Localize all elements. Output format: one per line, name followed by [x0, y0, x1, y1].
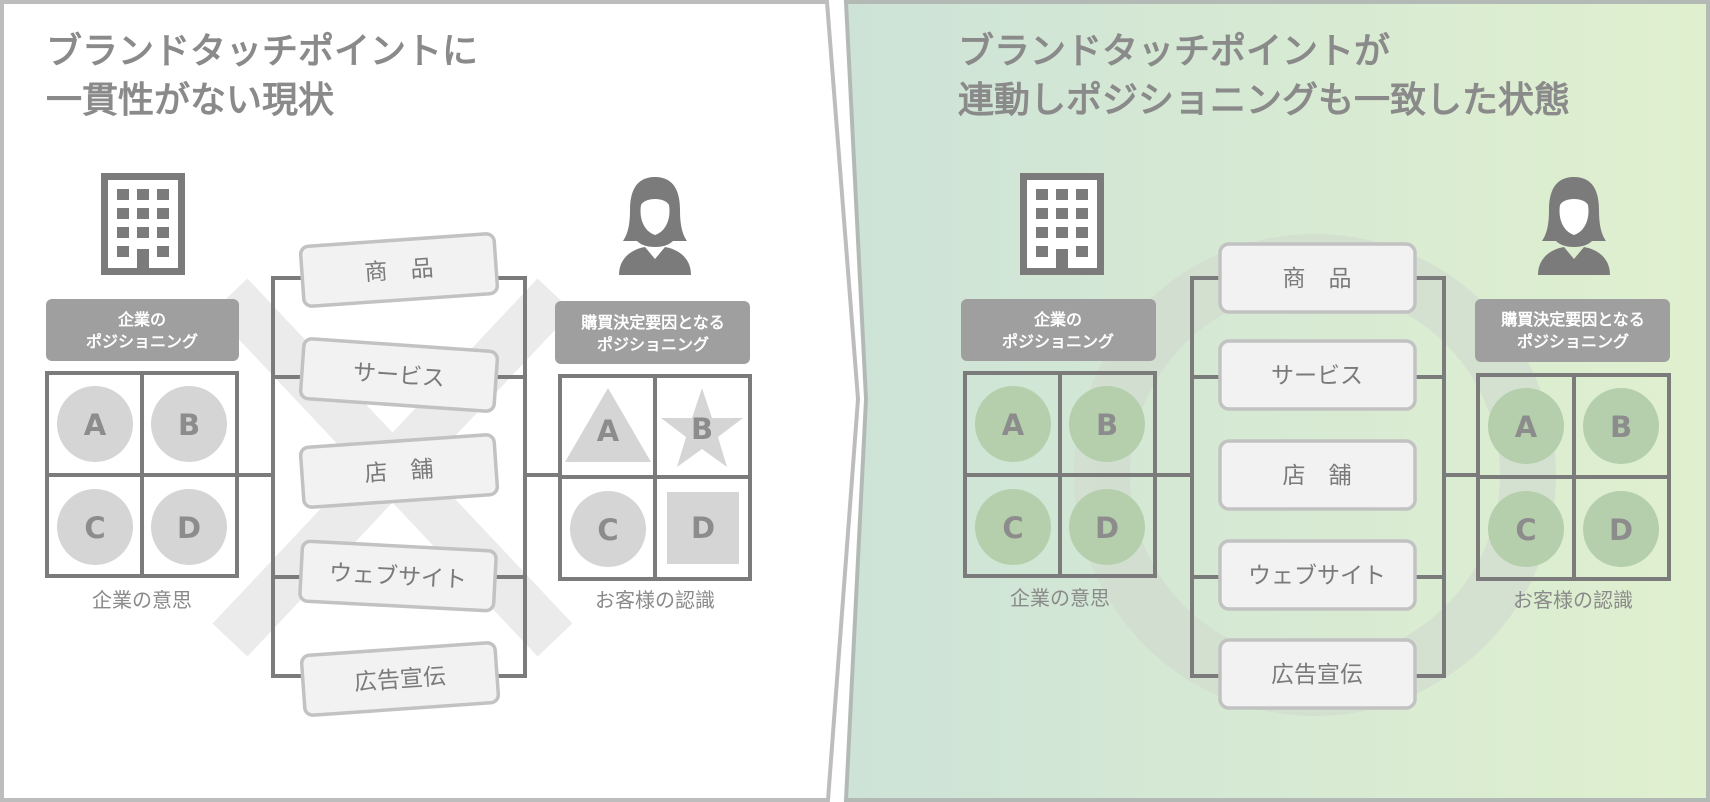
customer-cell-d-label: D: [691, 511, 715, 545]
company-cell-d-circle: [1069, 489, 1145, 565]
touchpoint-connectors-left: [237, 276, 560, 678]
touchpoint-label-advertising: 広告宣伝: [353, 664, 447, 696]
touchpoint-label-advertising: 広告宣伝: [1271, 662, 1363, 688]
touchpoint-label-product: 商 品: [364, 256, 435, 287]
company-cell-b-circle: [1069, 386, 1145, 462]
building-icon: [1020, 173, 1104, 275]
customer-cell-b-circle: [1583, 388, 1659, 464]
touchpoint-card-advertising: 広告宣伝: [299, 641, 501, 717]
touchpoint-label-store: 店 舗: [364, 457, 435, 488]
customer-grid-cells: [1488, 388, 1659, 567]
company-grid-cells: [57, 386, 227, 565]
company-cell-c-label: C: [1002, 511, 1023, 545]
customer-header-line-1: 購買決定要因となる: [580, 313, 725, 332]
company-cell-a-circle: [975, 386, 1051, 462]
customer-positioning-header: [1475, 299, 1670, 362]
customer-cell-d-circle: [1583, 491, 1659, 567]
customer-header-line-2: ポジショニング: [597, 335, 709, 354]
company-cell-b-circle: [151, 386, 227, 462]
company-grid-cells: [975, 386, 1145, 565]
customer-cell-c-label: C: [597, 513, 618, 547]
customer-caption: お客様の認識: [595, 588, 715, 612]
company-header-line-2: ポジショニング: [86, 332, 198, 351]
company-cell-c-label: C: [84, 511, 105, 545]
customer-header-line-2: ポジショニング: [1517, 332, 1629, 351]
touchpoint-card-website: ウェブサイト: [1218, 539, 1417, 611]
company-cell-b-label: B: [1096, 408, 1118, 442]
company-header-line-1: 企業の: [117, 310, 166, 329]
company-cell-d-circle: [151, 489, 227, 565]
left-title-line-1: ブランドタッチポイントに: [46, 30, 478, 72]
company-cell-c-circle: [57, 489, 133, 565]
touchpoint-card-service: サービス: [298, 337, 500, 413]
customer-caption: お客様の認識: [1513, 588, 1633, 612]
customer-cell-a-triangle: [565, 388, 651, 462]
touchpoint-card-product: 商 品: [1218, 242, 1417, 314]
right-panel: ブランドタッチポイントが 連動しポジショニングも一致した状態 企業の ポジショニ…: [958, 30, 1671, 716]
customer-cell-b-label: B: [1610, 410, 1632, 444]
touchpoint-card-advertising: 広告宣伝: [1218, 638, 1417, 710]
touchpoint-card-store: 店 舗: [298, 433, 500, 509]
left-title-line-2: 一貫性がない現状: [46, 80, 335, 121]
building-icon: [101, 173, 185, 275]
customer-cell-a-label: A: [1515, 410, 1538, 444]
touchpoint-label-product: 商 品: [1283, 266, 1352, 292]
company-header-line-2: ポジショニング: [1002, 332, 1114, 351]
company-cell-a-circle: [57, 386, 133, 462]
customer-positioning-header: [555, 301, 750, 364]
customer-cell-c-circle: [1488, 491, 1564, 567]
customer-cell-b-label: B: [691, 412, 713, 446]
right-title-line-1: ブランドタッチポイントが: [958, 30, 1390, 72]
touchpoint-label-service: サービス: [1271, 363, 1363, 389]
customer-cell-a-label: A: [597, 414, 620, 448]
touchpoint-card-website: ウェブサイト: [298, 539, 498, 613]
touchpoint-card-service: サービス: [1218, 339, 1417, 411]
company-cell-c-circle: [975, 489, 1051, 565]
company-header-line-1: 企業の: [1033, 310, 1082, 329]
company-positioning-header: [961, 299, 1156, 361]
customer-cell-c-label: C: [1515, 513, 1536, 547]
company-caption: 企業の意思: [92, 588, 192, 612]
touchpoint-connectors-right: [1155, 276, 1478, 678]
company-cell-d-label: D: [1095, 511, 1119, 545]
touchpoint-label-website: ウェブサイト: [1248, 563, 1386, 589]
customer-cell-b-star: [661, 388, 743, 467]
company-cell-d-label: D: [177, 511, 201, 545]
customer-cell-c-circle: [570, 491, 646, 567]
company-cell-a-label: A: [1002, 408, 1025, 442]
company-caption: 企業の意思: [1010, 586, 1110, 610]
customer-header-line-1: 購買決定要因となる: [1500, 310, 1645, 329]
customer-cell-d-label: D: [1609, 513, 1633, 547]
touchpoint-label-store: 店 舗: [1283, 463, 1352, 489]
touchpoint-card-store: 店 舗: [1218, 439, 1417, 511]
touchpoint-card-product: 商 品: [298, 232, 500, 308]
customer-cell-d-square: [667, 492, 739, 564]
company-cell-b-label: B: [178, 408, 200, 442]
company-cell-a-label: A: [84, 408, 107, 442]
touchpoint-label-service: サービス: [352, 360, 446, 392]
customer-cell-a-circle: [1488, 388, 1564, 464]
right-title-line-2: 連動しポジショニングも一致した状態: [958, 79, 1570, 121]
company-positioning-header: [46, 299, 239, 361]
left-panel: ブランドタッチポイントに 一貫性がない現状 企業の ポジショニング A B C …: [45, 30, 752, 717]
